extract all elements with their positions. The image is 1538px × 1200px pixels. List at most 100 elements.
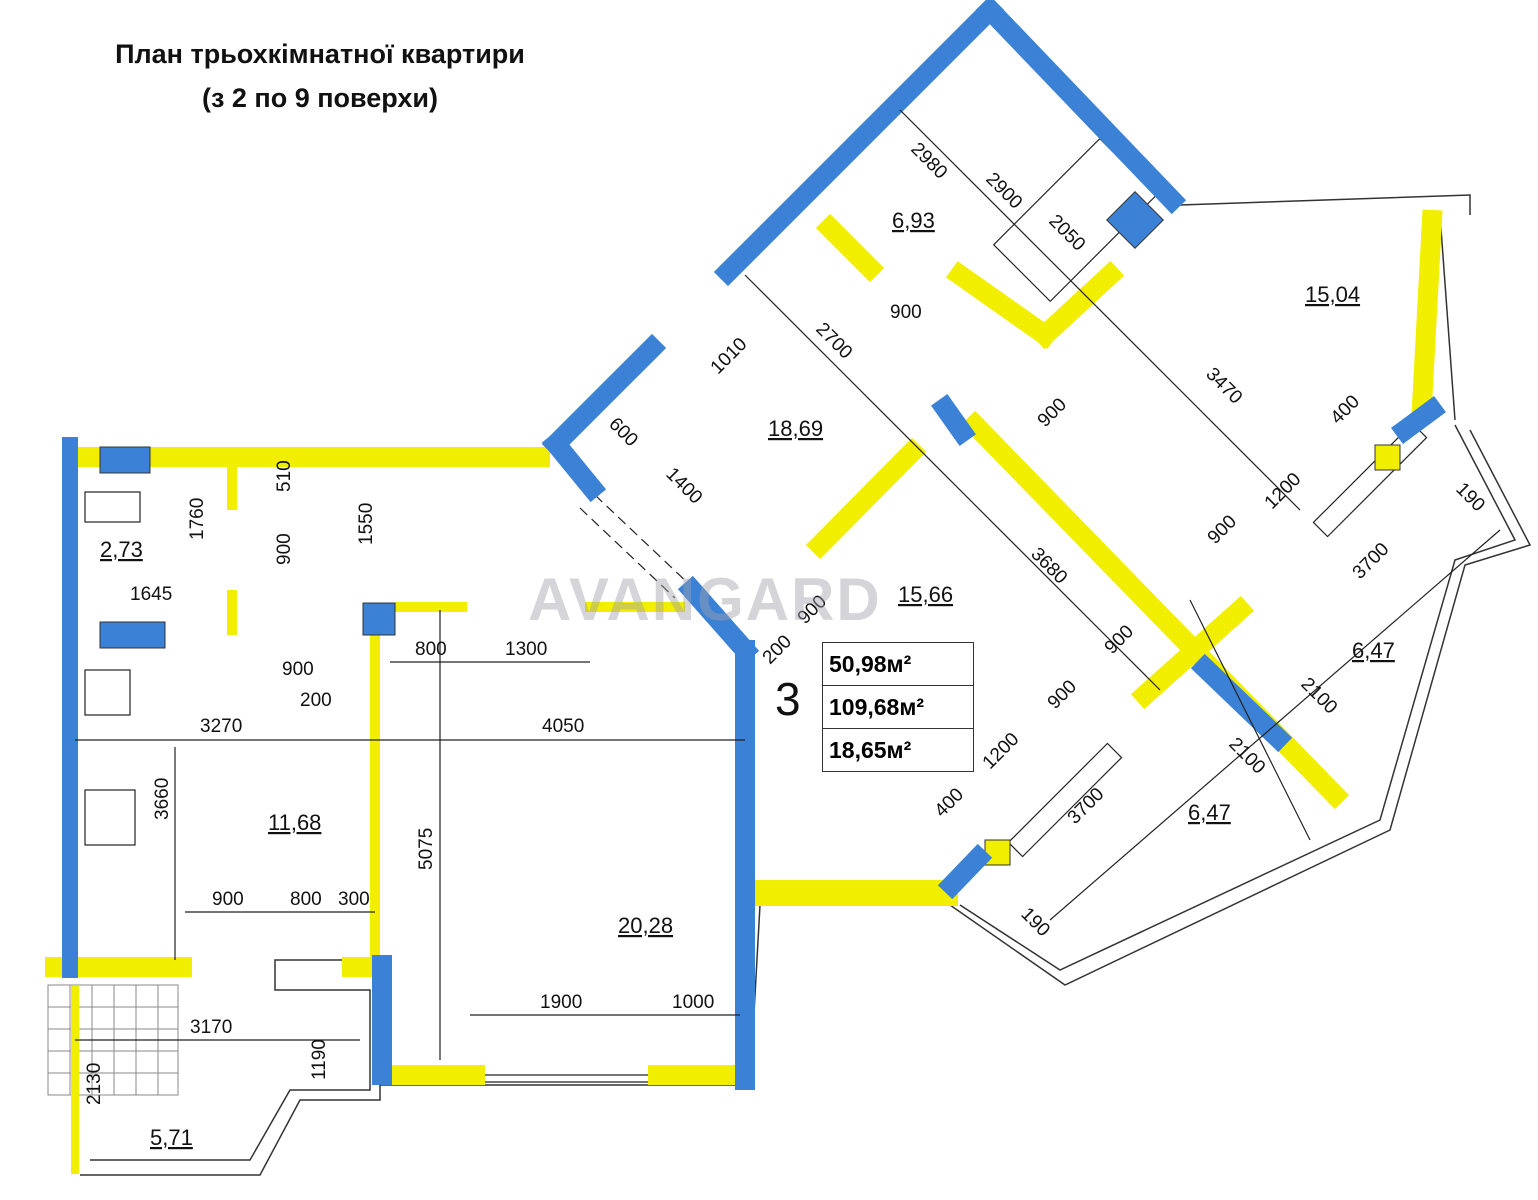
dimension-label: 900 <box>1034 394 1071 431</box>
section-number: 3 <box>775 673 801 725</box>
dimension-label: 900 <box>274 533 295 565</box>
dimension-lines <box>75 109 1501 1060</box>
dimension-label: 1200 <box>1261 469 1306 514</box>
dimension-label: 1300 <box>505 639 547 660</box>
dimension-label: 1900 <box>540 992 582 1013</box>
dimension-label: 190 <box>1016 904 1053 941</box>
dimension-line <box>1189 599 1311 841</box>
wall-segment <box>984 839 1011 866</box>
dimension-label: 200 <box>300 690 332 711</box>
stove <box>84 789 136 846</box>
dimension-label: 3700 <box>1064 784 1109 829</box>
radiator <box>99 446 151 474</box>
living-area: 50,98м² <box>823 643 973 686</box>
dimension-label: 2100 <box>1296 674 1341 719</box>
dimension-label: 5075 <box>416 828 437 870</box>
outline <box>1439 214 1456 421</box>
outline <box>90 959 371 1161</box>
dimension-label: 3270 <box>200 716 242 737</box>
wall-segment <box>541 333 667 459</box>
partition-walls <box>45 209 1443 1174</box>
dimension-label: 1200 <box>979 729 1024 774</box>
dimension-label: 900 <box>1101 621 1138 658</box>
dimension-label: 1645 <box>130 584 172 605</box>
dimension-label: 3680 <box>1026 544 1071 589</box>
wall-segment <box>1130 595 1255 710</box>
dimension-label: 2050 <box>1044 211 1089 256</box>
dimension-label: 900 <box>1204 511 1241 548</box>
dimension-label: 3470 <box>1201 364 1246 409</box>
title-line-1: План трьохкімнатної квартири <box>115 39 525 69</box>
room-areas: 6,93 15,04 18,69 15,66 2,73 11,68 20,28 … <box>100 208 1395 1150</box>
wall-segment <box>1374 444 1401 471</box>
wall-segment <box>1030 260 1125 350</box>
room-area-balcony-e1: 6,47 <box>1352 638 1395 663</box>
dimension-label: 190 <box>1451 479 1488 516</box>
radiator <box>1106 191 1164 249</box>
dimension-label: 900 <box>282 659 314 680</box>
dimension-line <box>899 109 1301 511</box>
balcony-rail <box>1312 422 1428 538</box>
dimension-label: 2100 <box>1224 734 1269 779</box>
wall-segment <box>937 843 993 900</box>
dimension-label: 3170 <box>190 1017 232 1038</box>
dimension-label: 200 <box>759 631 796 668</box>
dimension-label: 1550 <box>356 503 377 545</box>
outline <box>80 429 1532 1176</box>
dimension-label: 1000 <box>672 992 714 1013</box>
wall-segment <box>946 261 1059 349</box>
balcony-rail <box>1007 742 1123 858</box>
dimension-label: 2130 <box>84 1063 105 1105</box>
dimension-line <box>1049 529 1501 921</box>
outline <box>1179 194 1471 215</box>
door-opening <box>594 494 691 586</box>
dimension-label: 600 <box>604 414 641 451</box>
wall-segment <box>805 437 927 560</box>
plan-title: План трьохкімнатної квартири (з 2 по 9 п… <box>40 32 600 120</box>
total-area: 109,68м² <box>823 686 973 729</box>
wall-segment <box>713 0 1005 287</box>
dimension-label: 2900 <box>981 169 1026 214</box>
dimension-label: 2700 <box>811 319 856 364</box>
room-area-bedroom-ne: 15,04 <box>1305 282 1360 307</box>
load-bearing-walls <box>62 0 1446 1090</box>
room-area-balcony-sw: 5,71 <box>150 1125 193 1150</box>
watermark: AVANGARD <box>528 566 882 633</box>
wall-segment <box>541 429 607 503</box>
dimension-label: 1400 <box>661 464 706 509</box>
dimension-label: 1010 <box>707 334 752 379</box>
dimension-label: 400 <box>931 784 968 821</box>
wall-segment <box>1391 396 1446 444</box>
room-area-kitchen: 11,68 <box>268 810 321 835</box>
dimension-label: 510 <box>274 460 295 492</box>
room-area-living: 20,28 <box>618 913 673 938</box>
room-area-bathroom: 6,93 <box>892 208 935 233</box>
dimension-label: 300 <box>338 889 370 910</box>
dimension-label: 3700 <box>1349 539 1394 584</box>
door-opening <box>579 507 676 599</box>
outline <box>959 424 1517 971</box>
dimension-label: 1760 <box>187 498 208 540</box>
wall-segment <box>362 602 396 636</box>
room-area-wc: 2,73 <box>100 537 143 562</box>
dimension-label: 400 <box>1327 391 1364 428</box>
radiator <box>99 621 166 649</box>
kitchen-area: 18,65м² <box>829 737 912 763</box>
sink <box>84 669 131 716</box>
wall-segment <box>815 213 885 283</box>
title-line-2: (з 2 по 9 поверхи) <box>201 83 439 113</box>
dimension-label: 2980 <box>906 139 951 184</box>
dimension-label: 900 <box>890 302 922 323</box>
room-area-hall: 15,66 <box>898 582 953 607</box>
dimension-label: 800 <box>290 889 322 910</box>
room-area-bedroom-n: 18,69 <box>768 416 823 441</box>
wall-segment <box>931 394 976 446</box>
toilet <box>84 491 141 523</box>
wall-segment <box>1411 209 1443 416</box>
dimension-label: 3660 <box>152 778 173 820</box>
dimension-label: 900 <box>212 889 244 910</box>
dimension-label: 1190 <box>309 1039 330 1080</box>
area-summary: 50,98м² 109,68м² 18,65м² <box>822 642 974 772</box>
wall-segment <box>975 0 1187 215</box>
